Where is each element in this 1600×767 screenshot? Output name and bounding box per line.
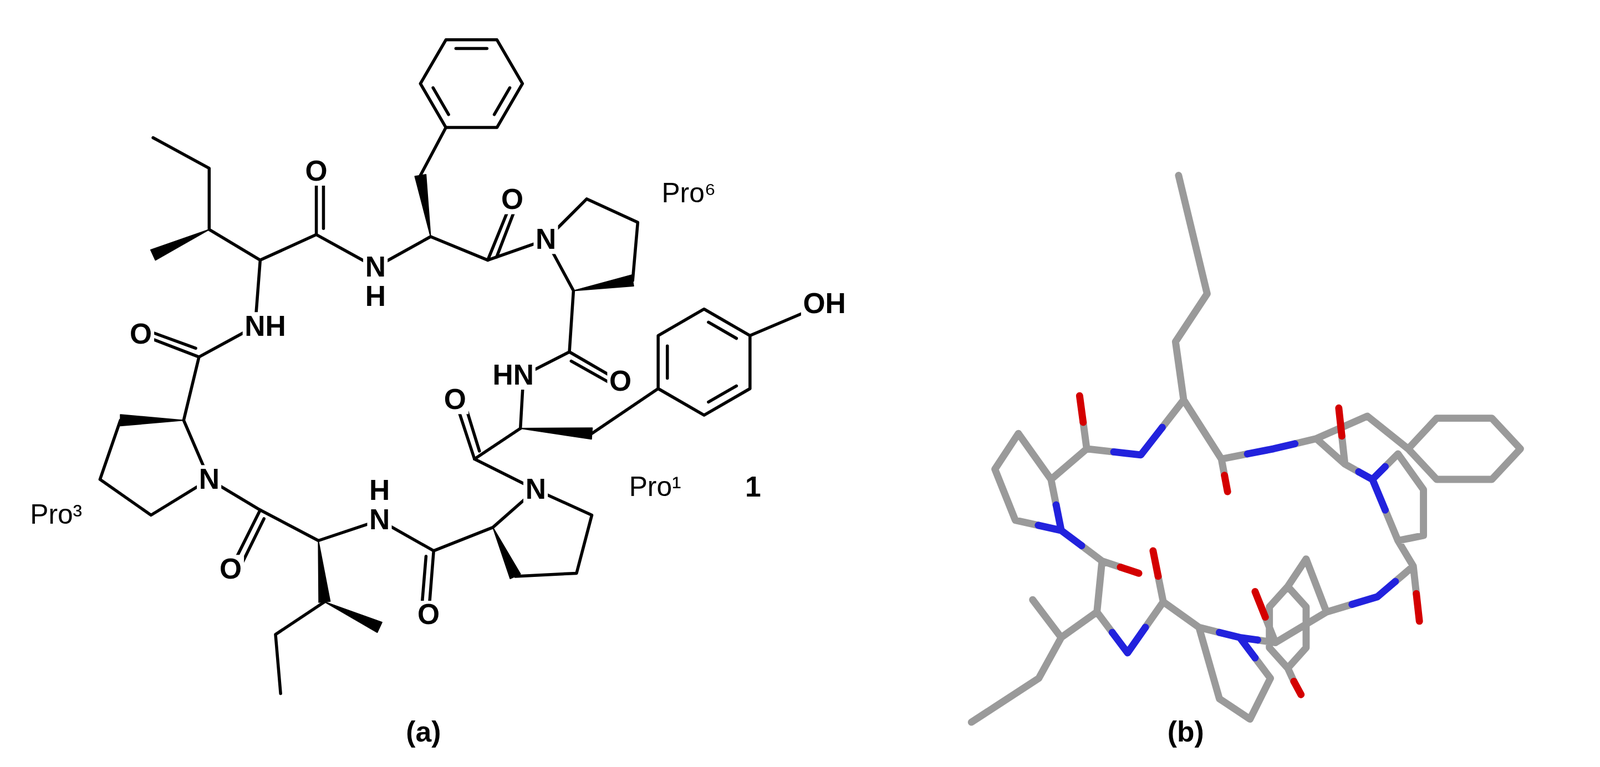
nitrogen-sticks bbox=[1038, 427, 1396, 659]
residue-label: Pro¹ bbox=[627, 474, 684, 502]
atom-label: HN bbox=[490, 361, 537, 391]
atom-label: N bbox=[533, 225, 559, 255]
wedge-bond bbox=[492, 527, 521, 580]
panel-label: (b) bbox=[1165, 718, 1206, 748]
wedge-bond bbox=[324, 602, 382, 633]
wedge-bond bbox=[414, 174, 431, 237]
atom-label: N bbox=[363, 252, 389, 282]
double-bond-lines bbox=[145, 173, 615, 612]
compound-number: 1 bbox=[742, 473, 763, 503]
wedge-bonds bbox=[120, 174, 634, 633]
wedge-bond bbox=[120, 414, 184, 426]
atom-label: O bbox=[607, 367, 634, 397]
single-bonds bbox=[99, 127, 825, 695]
oxygen-sticks bbox=[1079, 395, 1420, 695]
phenyl-inner-bonds bbox=[432, 48, 510, 115]
atom-label: OH bbox=[801, 289, 849, 319]
carbon-sticks bbox=[971, 175, 1521, 723]
wedge-bond bbox=[573, 274, 634, 291]
panel-label: (a) bbox=[404, 718, 443, 748]
atom-label: O bbox=[127, 320, 154, 350]
atom-label: N bbox=[196, 465, 222, 494]
carbonyl-bonds bbox=[140, 171, 621, 616]
atom-label: N bbox=[367, 506, 392, 535]
residue-label: Pro⁶ bbox=[659, 180, 718, 208]
wedge-bond bbox=[318, 540, 330, 603]
stick-model bbox=[971, 175, 1521, 723]
atom-label: NH bbox=[242, 312, 289, 341]
structural-formula bbox=[99, 39, 825, 695]
atom-label: O bbox=[415, 600, 442, 630]
atom-label: O bbox=[441, 385, 468, 415]
atom-label: N bbox=[523, 475, 549, 505]
phenol-ring bbox=[658, 309, 751, 416]
wedge-bond bbox=[520, 427, 593, 440]
residue-label: Pro³ bbox=[28, 501, 85, 530]
atom-label: H bbox=[363, 282, 389, 312]
atom-label: O bbox=[303, 156, 330, 186]
phenyl-ring bbox=[420, 39, 523, 128]
atom-label: O bbox=[217, 554, 244, 584]
phenol-inner-bonds bbox=[667, 322, 737, 402]
wedge-bond bbox=[150, 229, 210, 261]
atom-label: H bbox=[367, 476, 392, 506]
atom-label: O bbox=[498, 185, 526, 215]
